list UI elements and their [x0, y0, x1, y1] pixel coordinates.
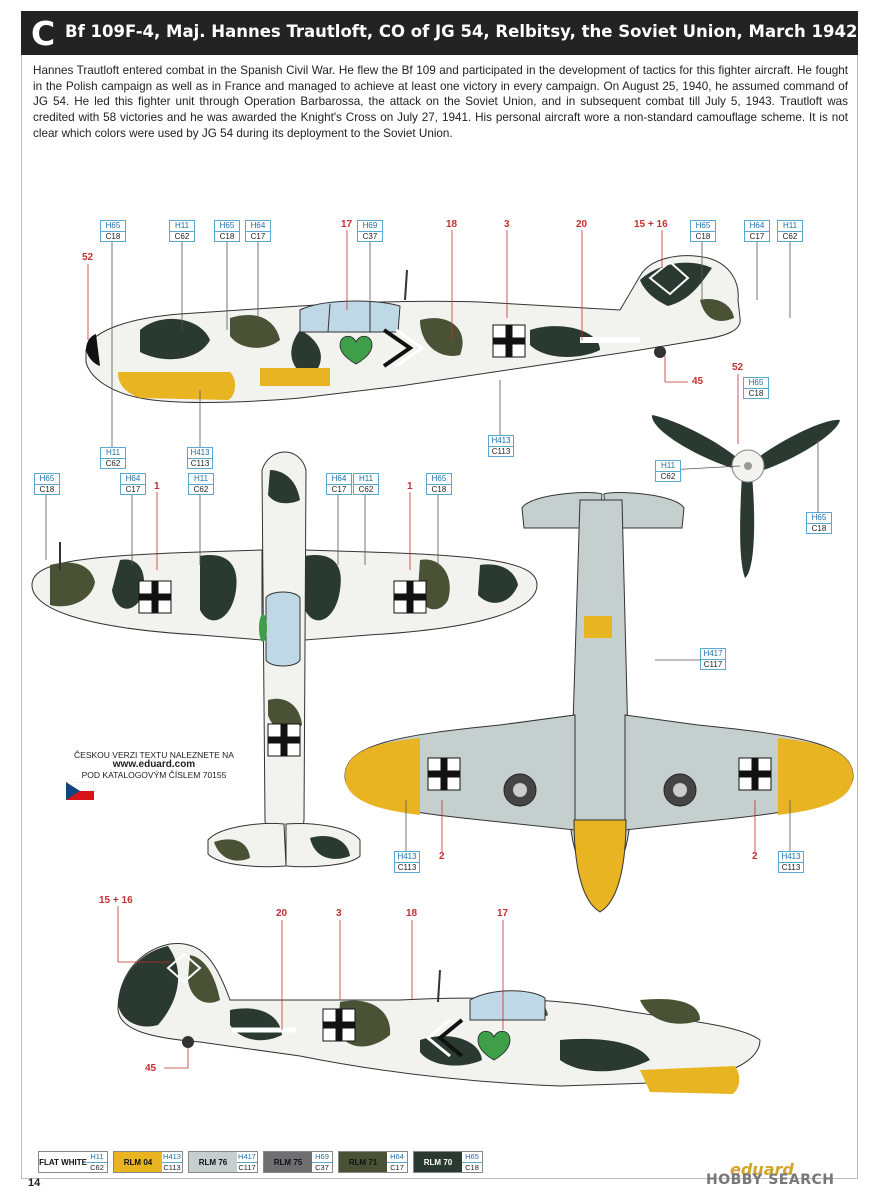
- top-view: [31, 451, 538, 868]
- leader-lines: [45, 240, 819, 852]
- callout-number: 18: [446, 219, 458, 230]
- profile-left-side: [85, 255, 741, 403]
- czech-note-url[interactable]: www.eduard.com: [112, 759, 196, 770]
- profile-right-side: [117, 942, 761, 1094]
- page-title: Bf 109F-4, Maj. Hannes Trautloft, CO of …: [65, 22, 858, 41]
- callout-number: 20: [576, 219, 588, 230]
- callout-number: 18: [406, 908, 418, 919]
- header-bar: C Bf 109F-4, Maj. Hannes Trautloft, CO o…: [21, 11, 858, 55]
- brand-logo: eduard: [730, 1160, 794, 1179]
- callout-number: 15 + 16: [634, 219, 668, 230]
- callout-number: 20: [276, 908, 288, 919]
- callout-number: 17: [341, 219, 353, 230]
- watermark: HOBBY SEARCH: [706, 1172, 835, 1188]
- callout-number: 15 + 16: [99, 895, 133, 906]
- callout-number: 17: [497, 908, 509, 919]
- czech-flag-icon: [66, 782, 94, 800]
- callout-number: 3: [336, 908, 342, 919]
- page-number: 14: [28, 1177, 41, 1189]
- callout-number: 1: [407, 481, 413, 492]
- czech-note-line2: POD KATALOGOVÝM ČÍSLEM 70155: [81, 770, 227, 780]
- callout-number: 2: [752, 851, 758, 862]
- callout-number: 52: [82, 252, 94, 263]
- propeller-front-view: [651, 415, 840, 578]
- scheme-letter: C: [31, 14, 56, 53]
- callout-number: 2: [439, 851, 445, 862]
- callout-number: 45: [145, 1063, 157, 1074]
- red-leader-lines: [87, 230, 756, 1069]
- bottom-view: [344, 492, 854, 913]
- czech-note-line1: ČESKOU VERZI TEXTU NALEZNETE NA: [74, 750, 234, 760]
- callout-number: 45: [692, 376, 704, 387]
- intro-paragraph: Hannes Trautloft entered combat in the S…: [33, 64, 848, 140]
- callout-number: 3: [504, 219, 510, 230]
- callout-number: 52: [732, 362, 744, 373]
- czech-version-note: ČESKOU VERZI TEXTU NALEZNETE NA www.edua…: [64, 750, 244, 780]
- callout-number: 1: [154, 481, 160, 492]
